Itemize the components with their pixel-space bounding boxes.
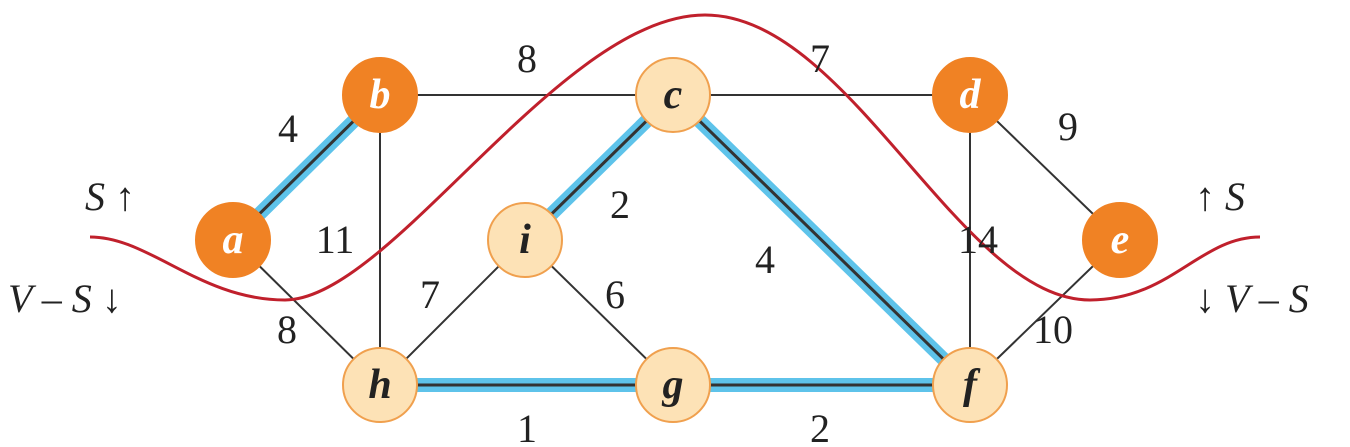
cut-label-right-top: ↑ S — [1195, 174, 1245, 219]
edge-weights: 4 8 11 8 7 2 4 9 14 10 2 1 7 6 — [277, 36, 1078, 447]
node-label: e — [1111, 217, 1130, 263]
node-e: e — [1082, 202, 1158, 278]
node-label: c — [664, 72, 683, 118]
node-label: f — [963, 362, 981, 408]
edge-weight-de: 9 — [1058, 104, 1078, 149]
nodes: a b c d e f g h i — [195, 57, 1158, 423]
edge-weight-ci: 2 — [610, 182, 630, 227]
edge-weight-bh: 11 — [316, 217, 355, 262]
cut-label-right-bottom: ↓ V – S — [1195, 276, 1309, 321]
edge-weight-cf: 4 — [755, 237, 775, 282]
edge-weight-cd: 7 — [810, 36, 830, 81]
edge-weight-fg: 2 — [810, 406, 830, 447]
edge-weight-ig: 6 — [605, 272, 625, 317]
edge-cf — [671, 93, 972, 387]
edge-weight-df: 14 — [958, 217, 998, 262]
node-circle — [932, 347, 1008, 423]
node-d: d — [932, 57, 1008, 133]
node-circle — [342, 57, 418, 133]
node-label: h — [368, 362, 391, 408]
node-i: i — [487, 202, 563, 278]
node-h: h — [342, 347, 418, 423]
node-b: b — [342, 57, 418, 133]
cut-label-left-top: S ↑ — [85, 174, 135, 219]
cut-curve — [89, 13, 1261, 302]
node-c: c — [635, 57, 711, 133]
node-label: i — [519, 217, 531, 263]
node-circle — [635, 57, 711, 133]
edge-weight-ab: 4 — [278, 106, 298, 151]
node-a: a — [195, 202, 271, 278]
cut-label-left-bottom: V – S ↓ — [8, 276, 122, 321]
node-circle — [635, 347, 711, 423]
node-label: d — [960, 72, 982, 118]
node-label: b — [370, 72, 391, 118]
node-circle — [1082, 202, 1158, 278]
edge-weight-gh: 1 — [517, 406, 537, 447]
node-f: f — [932, 347, 1008, 423]
node-circle — [195, 202, 271, 278]
node-g: g — [635, 347, 711, 423]
edge-weight-bc: 8 — [517, 36, 537, 81]
node-circle — [487, 202, 563, 278]
node-label: a — [223, 217, 244, 263]
edge-weight-hi: 7 — [420, 272, 440, 317]
edge-weight-ef: 10 — [1033, 307, 1073, 352]
node-circle — [342, 347, 418, 423]
node-label: g — [662, 362, 684, 408]
edge-weight-ah: 8 — [277, 307, 297, 352]
node-circle — [932, 57, 1008, 133]
